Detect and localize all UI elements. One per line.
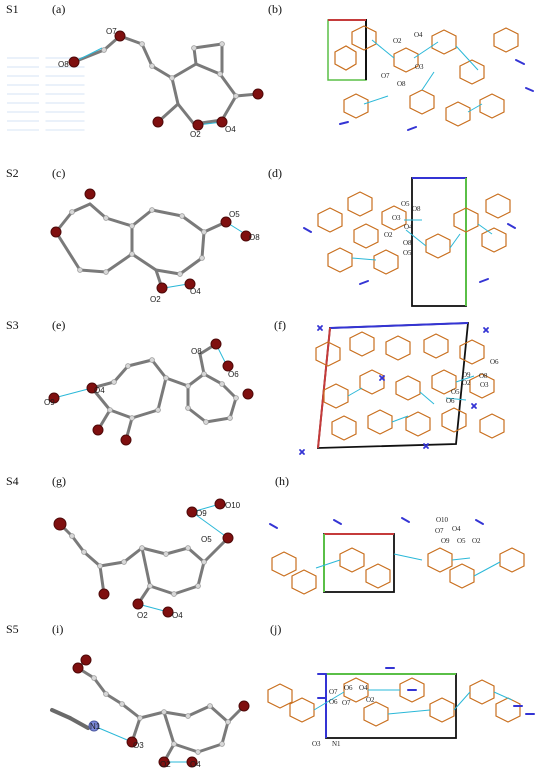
panel-label-g: (g) xyxy=(52,474,66,488)
row-s4: S4 (g) (h) xyxy=(0,474,550,624)
s5-j-o7-label: O7 xyxy=(329,688,338,696)
s2-d-o8-label: O8 xyxy=(412,205,421,213)
s2-d-o2-label: O2 xyxy=(384,231,393,239)
s3-f-o6b-label: O6 xyxy=(446,397,455,405)
system-label-s4: S4 xyxy=(6,474,19,488)
s3-f-o2-label: O2 xyxy=(462,379,471,387)
row-s1: S1 (a) (b) xyxy=(0,2,550,152)
row-s3: S3 (e) (f) xyxy=(0,318,550,468)
s2-c-o5-label: O5 xyxy=(229,210,240,219)
s1-a-o2-label: O2 xyxy=(190,130,201,139)
s2-c-o2-label: O2 xyxy=(150,295,161,304)
panel-label-i: (i) xyxy=(52,622,64,636)
system-label-s1: S1 xyxy=(6,2,19,16)
row-s5: S5 (i) (j) xyxy=(0,622,550,772)
row-s2: S2 (c) (d) xyxy=(0,166,550,316)
s4-g-o9-label: O9 xyxy=(196,509,207,518)
panel-label-a: (a) xyxy=(52,2,66,16)
molecule-s2-c: O5 O8 O2 O4 xyxy=(50,188,260,304)
s2-d-o8b-label: O8 xyxy=(403,239,412,247)
s3-e-o9-label: O9 xyxy=(44,398,55,407)
s2-c-o4-label: O4 xyxy=(190,287,201,296)
s5-i-o3-label: O3 xyxy=(133,741,144,750)
system-label-s5: S5 xyxy=(6,622,19,636)
s1-b-o8-label: O8 xyxy=(397,80,406,88)
s1-a-o4-label: O4 xyxy=(225,125,236,134)
packing-s4-h: O10 O7 O4 O9 O5 O2 xyxy=(269,516,525,595)
s5-i-o2-label: O2 xyxy=(160,760,171,769)
s4-g-o2-label: O2 xyxy=(137,611,148,620)
panel-label-b: (b) xyxy=(268,2,282,16)
s1-a-o7-label: O7 xyxy=(106,27,117,36)
s5-i-n1-label: N1 xyxy=(90,722,101,731)
s2-d-o3-label: O3 xyxy=(392,214,401,222)
panel-label-d: (d) xyxy=(268,166,282,180)
molecule-s5-i: N1 O3 O2 O4 xyxy=(50,654,250,769)
system-label-s3: S3 xyxy=(6,318,19,332)
faint-lines-decoration xyxy=(7,50,99,146)
s3-e-o4-label: O4 xyxy=(94,386,105,395)
packing-s1-b: O2 O4 O3 O8 O7 xyxy=(327,19,534,131)
s5-j-o6b-label: O6 xyxy=(344,684,353,692)
s5-j-o7b-label: O7 xyxy=(342,699,351,707)
s5-j-o6-label: O6 xyxy=(329,698,338,706)
panel-label-c: (c) xyxy=(52,166,66,180)
s2-c-o8-label: O8 xyxy=(249,233,260,242)
s3-f-o3-label: O3 xyxy=(480,381,489,389)
molecule-s3-e: O8 O6 O9 O4 xyxy=(44,338,254,446)
panel-label-h: (h) xyxy=(275,474,289,488)
s4-g-o5-label: O5 xyxy=(201,535,212,544)
s5-j-o4-label: O4 xyxy=(359,684,368,692)
s2-d-o4-label: O4 xyxy=(404,223,413,231)
packing-s2-d: O5 O8 O3 O4 O2 O8 O5 xyxy=(303,177,516,307)
panel-label-j: (j) xyxy=(270,622,282,636)
packing-s5-j: O7 O6 O6 O4 O2 O7 O3 N1 xyxy=(267,667,535,748)
s1-b-o4-label: O4 xyxy=(414,31,423,39)
s5-j-o2-label: O2 xyxy=(366,696,375,704)
s5-j-n1-label: N1 xyxy=(332,740,341,748)
s4-h-o10-label: O10 xyxy=(436,516,449,524)
s4-h-o2-label: O2 xyxy=(472,537,481,545)
s3-f-o5-label: O5 xyxy=(451,388,460,396)
panel-label-e: (e) xyxy=(52,318,66,332)
s4-h-o9-label: O9 xyxy=(441,537,450,545)
s4-h-o4-label: O4 xyxy=(452,525,461,533)
s3-e-o8-label: O8 xyxy=(191,347,202,356)
s3-e-o6-label: O6 xyxy=(228,370,239,379)
s4-h-o5-label: O5 xyxy=(457,537,466,545)
s1-a-o8-label: O8 xyxy=(58,60,69,69)
s1-b-o3-label: O3 xyxy=(415,63,424,71)
s4-g-o4-label: O4 xyxy=(172,611,183,620)
s3-f-o8-label: O8 xyxy=(479,372,488,380)
panel-label-f: (f) xyxy=(274,318,286,332)
s1-b-o2-label: O2 xyxy=(393,37,402,45)
s5-i-o4-label: O4 xyxy=(190,760,201,769)
s4-h-o7-label: O7 xyxy=(435,527,444,535)
s2-d-o5b-label: O5 xyxy=(403,249,412,257)
s5-j-o3-label: O3 xyxy=(312,740,321,748)
s3-f-o9-label: O9 xyxy=(462,371,471,379)
molecule-s4-g: O9 O10 O5 O2 O4 xyxy=(53,498,241,620)
s3-f-o6-label: O6 xyxy=(490,358,499,366)
s2-d-o5-label: O5 xyxy=(401,200,410,208)
packing-s3-f: O6 O8 O9 O2 O3 O5 O6 xyxy=(299,322,505,455)
s4-g-o10-label: O10 xyxy=(225,501,241,510)
system-label-s2: S2 xyxy=(6,166,19,180)
molecule-s1-a: O7 O8 O2 O4 xyxy=(58,27,264,139)
s1-b-o7-label: O7 xyxy=(381,72,390,80)
